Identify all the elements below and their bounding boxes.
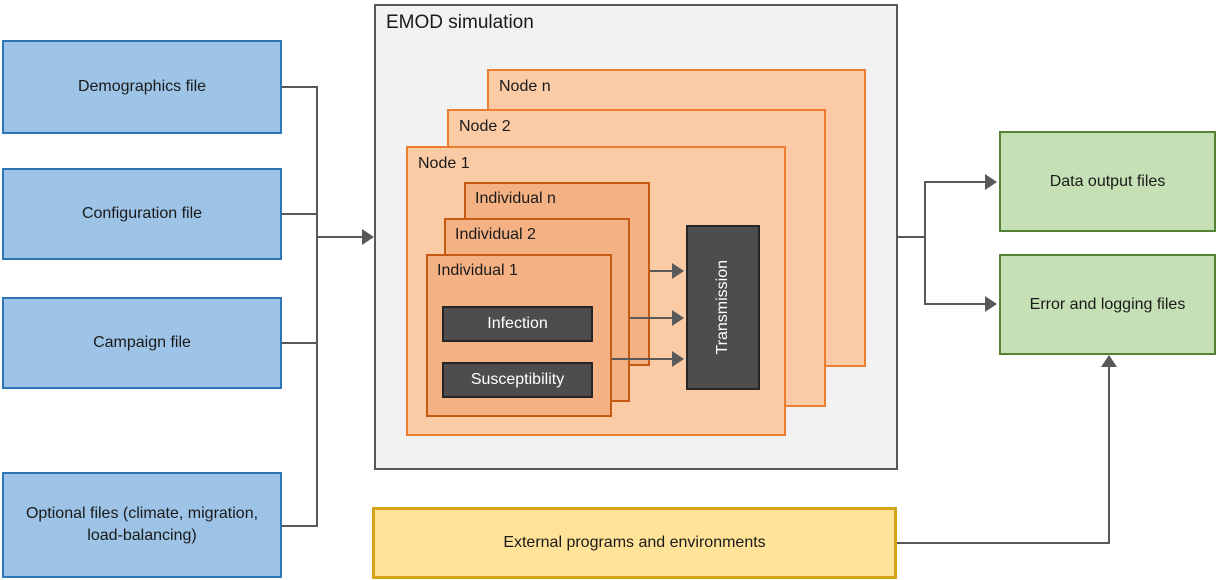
connector-input-bracket-spine [316, 86, 318, 527]
connector-simulation-to-outputs-stub [898, 236, 926, 238]
arrow-inputs-to-simulation [362, 229, 374, 245]
connector-optional-stub [282, 525, 318, 527]
component-label: Susceptibility [470, 371, 565, 388]
input-box-configuration-file[interactable]: Configuration file [2, 168, 282, 260]
output-box-label: Data output files [1049, 172, 1166, 190]
connector-to-data-output-files [924, 181, 987, 183]
input-box-demographics-file[interactable]: Demographics file [2, 40, 282, 134]
connector-individual-n-to-transmission [650, 270, 674, 272]
connector-outputs-branch-spine [924, 181, 926, 305]
individual-label: Individual 1 [437, 262, 518, 279]
emod-simulation-title: EMOD simulation [386, 12, 534, 33]
connector-configuration-stub [282, 213, 318, 215]
connector-campaign-stub [282, 342, 318, 344]
individual-label: Individual n [475, 190, 556, 207]
output-box-label: Error and logging files [1029, 295, 1186, 313]
connector-inputs-to-simulation [316, 236, 364, 238]
component-box-transmission[interactable]: Transmission [686, 225, 760, 390]
output-box-error-logging-files[interactable]: Error and logging files [999, 254, 1216, 355]
external-programs-label: External programs and environments [503, 534, 766, 551]
arrow-to-error-logging-files [985, 296, 997, 312]
component-label: Infection [487, 315, 548, 332]
component-box-infection[interactable]: Infection [442, 306, 593, 342]
arrow-external-to-error-logging [1101, 355, 1117, 367]
input-box-label: Optional files (climate, migration, load… [25, 505, 259, 544]
external-programs-box[interactable]: External programs and environments [372, 507, 897, 579]
transmission-label: Transmission [714, 260, 731, 355]
input-box-label: Demographics file [77, 78, 207, 96]
arrow-individual-1-to-transmission [672, 351, 684, 367]
arrow-individual-2-to-transmission [672, 310, 684, 326]
input-box-optional-files[interactable]: Optional files (climate, migration, load… [2, 472, 282, 578]
node-label: Node n [499, 78, 551, 95]
node-label: Node 1 [418, 155, 470, 172]
component-box-susceptibility[interactable]: Susceptibility [442, 362, 593, 398]
arrow-to-data-output-files [985, 174, 997, 190]
connector-individual-2-to-transmission [630, 317, 674, 319]
input-box-label: Campaign file [93, 334, 191, 352]
node-label: Node 2 [459, 118, 511, 135]
output-box-data-output-files[interactable]: Data output files [999, 131, 1216, 232]
connector-to-error-logging-files [924, 303, 987, 305]
connector-individual-1-to-transmission [612, 358, 674, 360]
input-box-label: Configuration file [81, 205, 203, 223]
input-box-campaign-file[interactable]: Campaign file [2, 297, 282, 389]
connector-demographics-stub [282, 86, 318, 88]
connector-external-to-error-logging [897, 542, 1110, 544]
arrow-individual-n-to-transmission [672, 263, 684, 279]
connector-external-vertical-riser [1108, 367, 1110, 544]
individual-label: Individual 2 [455, 226, 536, 243]
